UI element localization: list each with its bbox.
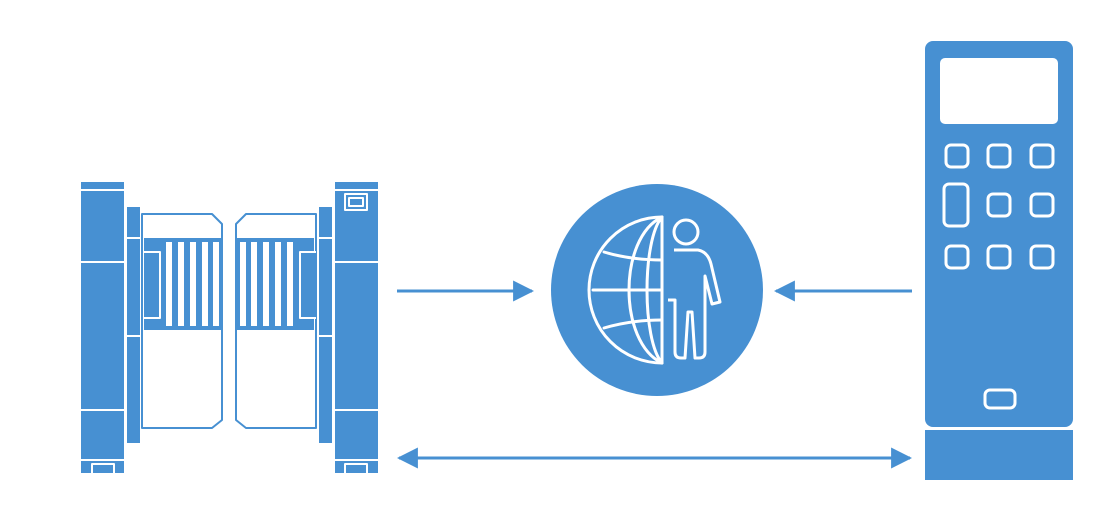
connectors [396, 280, 913, 469]
turnstile-gate-icon [79, 180, 380, 475]
terminal-keypad [942, 143, 1055, 270]
gate-left-pillar [79, 180, 126, 475]
globe-icon [587, 215, 664, 365]
gate-left-inner-post [125, 205, 142, 445]
gate-right-pillar [333, 180, 380, 475]
gate-right-flap [235, 213, 317, 429]
globe-person-icon [551, 184, 763, 396]
terminal-base [925, 430, 1073, 480]
terminal-screen [940, 58, 1058, 124]
person-icon [668, 218, 722, 360]
terminal-body [925, 41, 1073, 427]
terminal-card-slot [983, 388, 1017, 410]
gate-left-flap [141, 213, 223, 429]
keypad-terminal-icon [925, 41, 1073, 480]
gate-right-inner-post [317, 205, 334, 445]
